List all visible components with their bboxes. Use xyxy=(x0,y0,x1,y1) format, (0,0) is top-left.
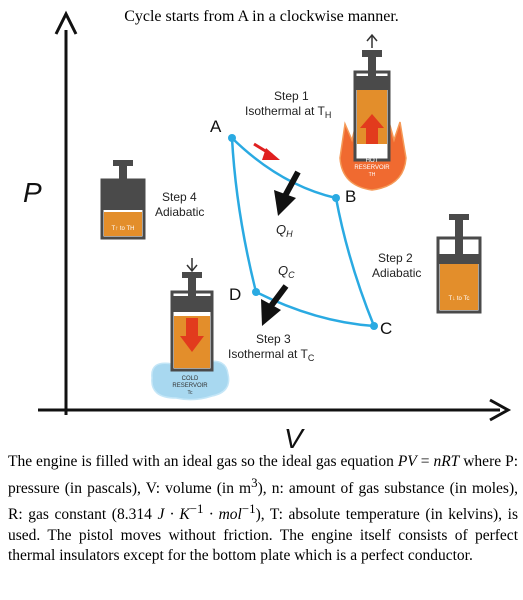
cold-reservoir-sub: Tc xyxy=(188,390,194,396)
qh-arrow xyxy=(282,170,301,198)
step4-piston: T↑ to TH xyxy=(100,160,146,240)
step2-title: Step 2 xyxy=(378,251,413,265)
cold-down-arrow-body xyxy=(180,318,204,352)
point-d-label: D xyxy=(229,285,241,304)
point-a-label: A xyxy=(210,117,222,136)
cold-piston: COLD RESERVOIR Tc xyxy=(151,258,230,401)
point-b-dot xyxy=(332,194,340,202)
point-b-label: B xyxy=(345,187,356,206)
hot-up-arrow-icon xyxy=(366,33,378,48)
x-axis-label: V xyxy=(284,423,305,452)
step2-piston-label: T↓ to Tc xyxy=(449,296,470,302)
y-axis-label: P xyxy=(23,177,42,208)
hot-reservoir-sub: TH xyxy=(369,172,376,178)
direction-arrowhead xyxy=(262,148,280,160)
hot-reservoir-line1: HOT xyxy=(366,158,379,164)
step4-title: Step 4 xyxy=(162,190,197,204)
qc-arrow xyxy=(268,284,289,308)
description: The engine is filled with an ideal gas s… xyxy=(8,453,519,565)
point-d-dot xyxy=(252,288,260,296)
pv-diagram: P V A B C D QH QC Step 1 Isothermal at T… xyxy=(23,10,512,452)
point-c-label: C xyxy=(380,319,392,338)
qc-arrowhead xyxy=(261,299,281,326)
qh-arrowhead xyxy=(274,190,296,216)
cold-down-arrow-icon xyxy=(186,258,198,273)
qh-label: QH xyxy=(276,222,293,239)
step3-title: Step 3 xyxy=(256,332,291,346)
cold-reservoir-line1: COLD xyxy=(182,376,199,382)
step1-desc: Isothermal at TH xyxy=(245,104,331,120)
hot-reservoir-line2: RESERVOIR xyxy=(354,165,390,171)
cold-reservoir-line2: RESERVOIR xyxy=(172,383,208,389)
step4-piston-label: T↑ to TH xyxy=(112,226,135,232)
x-axis-arrowhead xyxy=(489,398,512,422)
qc-label: QC xyxy=(278,263,295,280)
step4-desc: Adiabatic xyxy=(155,205,204,219)
step2-piston: T↓ to Tc xyxy=(436,214,482,314)
y-axis-arrowhead xyxy=(54,10,78,35)
hot-piston: HOT RESERVOIR TH xyxy=(339,33,407,191)
step1-title: Step 1 xyxy=(274,89,309,103)
hot-up-arrow-body xyxy=(360,114,384,144)
caption: Cycle starts from A in a clockwise manne… xyxy=(124,8,399,25)
point-a-dot xyxy=(228,134,236,142)
step3-desc: Isothermal at TC xyxy=(228,347,315,363)
step2-desc: Adiabatic xyxy=(372,266,421,280)
point-c-dot xyxy=(370,322,378,330)
